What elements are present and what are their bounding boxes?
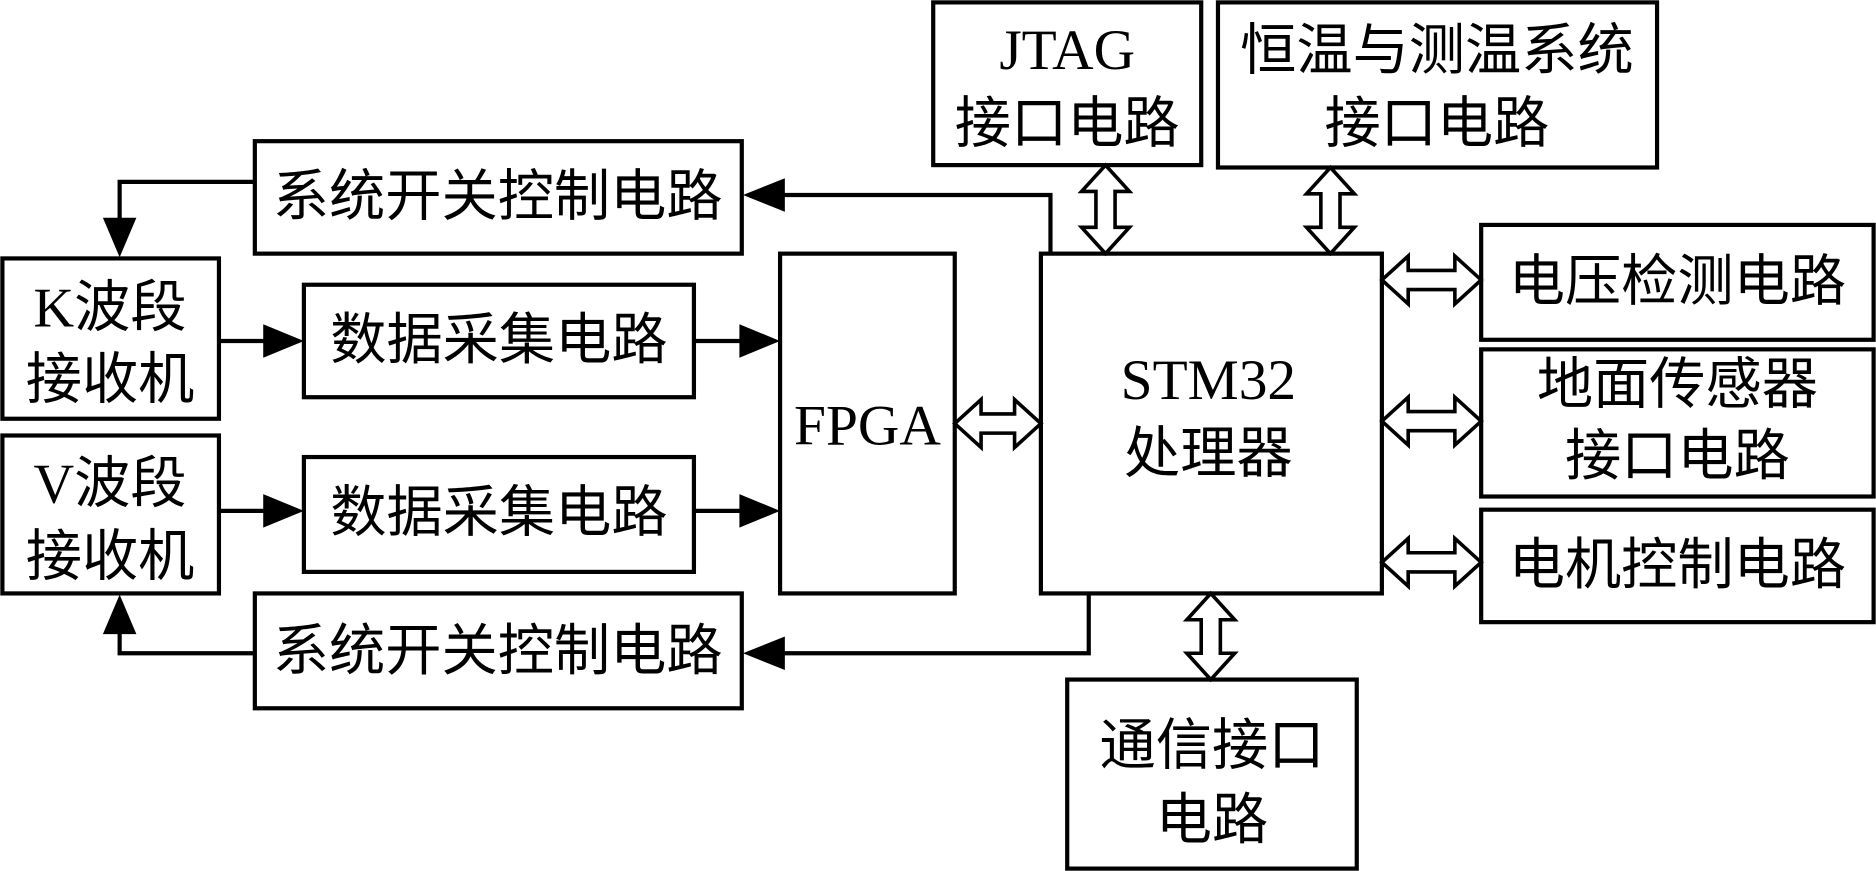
switch-control-top-block: 系统开关控制电路: [252, 139, 744, 256]
v-receiver-block: V波段 接收机: [0, 433, 222, 596]
k-receiver-box: [0, 256, 222, 421]
daq-bottom-label: 数据采集电路: [330, 482, 667, 544]
arrow-daq-top-to-fpga: [693, 324, 781, 358]
thermo-interface-box: [1215, 0, 1660, 170]
arrow-stm32-to-switch-control-top: [742, 178, 1053, 254]
daq-top-label: 数据采集电路: [330, 310, 667, 372]
thermo-interface-label-line2: 接口电路: [1324, 93, 1549, 155]
comm-interface-label-line2: 电路: [1156, 790, 1268, 852]
v-receiver-label-line2: 接收机: [26, 527, 195, 589]
stm32-label-line1: STM32: [1121, 349, 1296, 412]
arrow-k-receiver-to-daq-top: [218, 324, 304, 358]
fpga-box: [777, 251, 957, 596]
switch-control-bottom-label: 系统开关控制电路: [273, 621, 723, 683]
stm32-block: STM32 处理器: [1038, 251, 1384, 596]
biarrow-fpga-stm32: [952, 395, 1044, 452]
stm32-label-line2: 处理器: [1124, 424, 1293, 486]
thermo-interface-block: 恒温与测温系统 接口电路: [1215, 0, 1660, 170]
arrow-switch-control-bottom-to-v-receiver: [102, 594, 255, 656]
ground-sensor-label-line1: 地面传感器: [1537, 354, 1818, 416]
biarrow-stm32-voltage-detect: [1379, 251, 1484, 308]
arrow-v-receiver-to-daq-bottom: [218, 494, 304, 528]
motor-control-box: [1479, 507, 1876, 625]
daq-bottom-box: [301, 454, 697, 574]
k-receiver-label-line2: 接收机: [26, 349, 195, 411]
ground-sensor-block: 地面传感器 接口电路: [1479, 347, 1876, 499]
switch-control-bottom-block: 系统开关控制电路: [252, 591, 744, 711]
switch-control-top-box: [252, 139, 744, 256]
thermo-interface-label-line1: 恒温与测温系统: [1240, 20, 1634, 82]
switch-control-bottom-box: [252, 591, 744, 711]
daq-bottom-block: 数据采集电路: [301, 454, 697, 574]
biarrow-thermo-stm32: [1302, 164, 1359, 257]
voltage-detect-label: 电压检测电路: [1509, 251, 1846, 313]
voltage-detect-block: 电压检测电路: [1479, 222, 1876, 342]
biarrow-stm32-comm-interface: [1182, 590, 1239, 683]
v-receiver-label-line1: V波段: [34, 454, 187, 516]
comm-interface-block: 通信接口 电路: [1065, 677, 1359, 871]
arrow-daq-bottom-to-fpga: [693, 494, 781, 528]
jtag-label-line1: JTAG: [999, 19, 1135, 82]
fpga-block: FPGA: [777, 251, 957, 596]
k-receiver-label-line1: K波段: [34, 278, 187, 340]
jtag-box: [931, 0, 1204, 168]
comm-interface-label-line1: 通信接口: [1100, 716, 1325, 778]
arrow-stm32-to-switch-control-bottom: [742, 593, 1091, 670]
jtag-interface-block: JTAG 接口电路: [931, 0, 1204, 168]
motor-control-label: 电机控制电路: [1509, 535, 1846, 597]
biarrow-jtag-stm32: [1077, 162, 1134, 257]
ground-sensor-label-line2: 接口电路: [1565, 426, 1790, 488]
switch-control-top-label: 系统开关控制电路: [273, 166, 723, 228]
biarrow-stm32-motor-control: [1379, 534, 1484, 591]
daq-top-box: [301, 282, 697, 400]
fpga-label: FPGA: [794, 394, 941, 457]
motor-control-block: 电机控制电路: [1479, 507, 1876, 625]
arrow-switch-control-top-to-k-receiver: [102, 179, 255, 258]
daq-top-block: 数据采集电路: [301, 282, 697, 400]
k-receiver-block: K波段 接收机: [0, 256, 222, 421]
jtag-label-line2: 接口电路: [955, 93, 1180, 155]
biarrow-stm32-ground-sensor: [1379, 393, 1484, 450]
v-receiver-box: [0, 433, 222, 596]
